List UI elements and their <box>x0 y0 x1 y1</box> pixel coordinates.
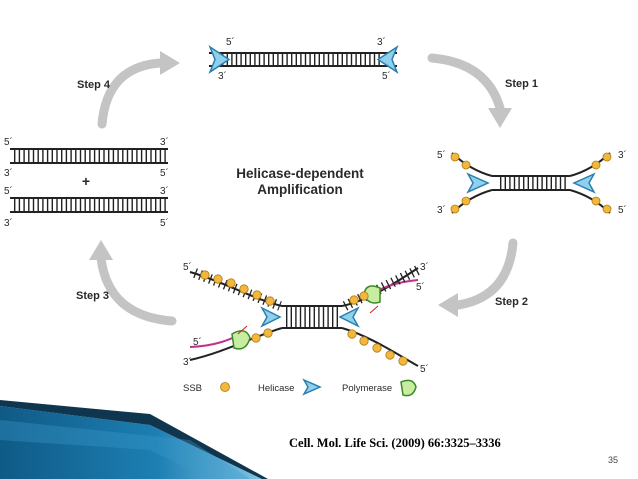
step2-label: Step 2 <box>495 296 528 308</box>
step2-arrowhead <box>438 293 458 317</box>
step1-arrow <box>427 53 505 113</box>
step3-arrowhead <box>89 240 113 260</box>
helicase-icon <box>260 306 282 328</box>
strand-end-label: 3´ <box>420 261 429 273</box>
strand-end-label: 5´ <box>382 70 391 82</box>
ssb-dot <box>200 270 210 280</box>
ssb-dot <box>252 290 262 300</box>
ssb-dot <box>372 343 382 353</box>
diagram-title-line2: Amplification <box>257 182 343 197</box>
legend-polymerase-label: Polymerase <box>342 383 392 394</box>
step1-label: Step 1 <box>505 78 538 90</box>
strand-end-label: 5´ <box>416 281 425 293</box>
cycle-arrows <box>89 51 518 326</box>
strand-end-label: 5´ <box>618 204 627 216</box>
strand-end-label: 3´ <box>218 70 227 82</box>
ssb-dot <box>359 291 369 301</box>
strand-end-label: 5´ <box>4 185 13 197</box>
strand-end-label: 5´ <box>193 336 202 348</box>
corner-decoration <box>0 400 268 479</box>
plus-sign: + <box>82 173 90 189</box>
strand-end-label: 5´ <box>160 217 169 229</box>
strand-end-label: 3´ <box>4 167 13 179</box>
helicase-icon <box>572 172 596 194</box>
strand-end-label: 3´ <box>160 136 169 148</box>
helicase-icon <box>376 45 399 74</box>
helicase-legend-icon <box>302 378 322 396</box>
step4-arrowhead <box>160 51 180 75</box>
ssb-dot <box>450 204 460 214</box>
ssb-dot <box>602 152 612 162</box>
ssb-dot <box>461 160 471 170</box>
ssb-dot <box>265 296 275 306</box>
step3-arrow <box>96 253 177 326</box>
ssb-dot <box>461 196 471 206</box>
polymerase-icon <box>231 330 251 350</box>
page-number: 35 <box>608 455 619 465</box>
step2-arrow <box>453 238 518 310</box>
step4-arrow <box>97 58 165 129</box>
strand-end-labels: 5´ 3´ 3´ 5´ 5´ 3´ 3´ 5´ 5´ 3´ 3´ 5´ 5´ 3… <box>4 36 627 375</box>
strand-end-label: 5´ <box>420 363 429 375</box>
ssb-dot <box>239 284 249 294</box>
polymerase-legend-icon <box>400 379 417 397</box>
helicase-icon <box>466 172 490 194</box>
strand-end-label: 3´ <box>4 217 13 229</box>
strand-end-label: 5´ <box>226 36 235 48</box>
strand-end-label: 5´ <box>4 136 13 148</box>
ssb-dot <box>385 350 395 360</box>
ssb-dot <box>591 160 601 170</box>
citation: Cell. Mol. Life Sci. (2009) 66:3325–3336 <box>289 436 501 450</box>
ssb-dot <box>213 274 223 284</box>
step4-label: Step 4 <box>77 79 111 91</box>
strand-end-label: 3´ <box>618 149 627 161</box>
legend-helicase-label: Helicase <box>258 383 294 394</box>
ssb-dot <box>450 152 460 162</box>
strand-end-label: 5´ <box>160 167 169 179</box>
ssb-dot <box>602 204 612 214</box>
ssb-dot <box>347 329 357 339</box>
ssb-dot <box>398 356 408 366</box>
step3-label: Step 3 <box>76 290 109 302</box>
left-duplex-pair <box>10 148 168 213</box>
strand-end-label: 5´ <box>437 149 446 161</box>
step1-complex <box>450 152 612 214</box>
ssb-dot <box>226 278 236 288</box>
ssb-dot <box>359 336 369 346</box>
strand-end-label: 3´ <box>377 36 386 48</box>
helicase-icon <box>338 306 360 328</box>
top-duplex <box>208 45 399 74</box>
strand-end-label: 3´ <box>183 356 192 368</box>
ssb-legend-icon <box>220 382 230 392</box>
diagram-title-line1: Helicase-dependent <box>236 166 364 181</box>
ssb-dot <box>349 295 359 305</box>
step2-complex <box>189 265 421 367</box>
ssb-dot <box>263 328 273 338</box>
legend-ssb-label: SSB <box>183 383 202 394</box>
legend <box>220 378 417 397</box>
ssb-dot <box>251 333 261 343</box>
helicase-icon <box>208 45 231 74</box>
strand-end-label: 3´ <box>437 204 446 216</box>
ssb-dot <box>591 196 601 206</box>
strand-end-label: 3´ <box>160 185 169 197</box>
strand-end-label: 5´ <box>183 261 192 273</box>
step1-arrowhead <box>488 108 512 128</box>
